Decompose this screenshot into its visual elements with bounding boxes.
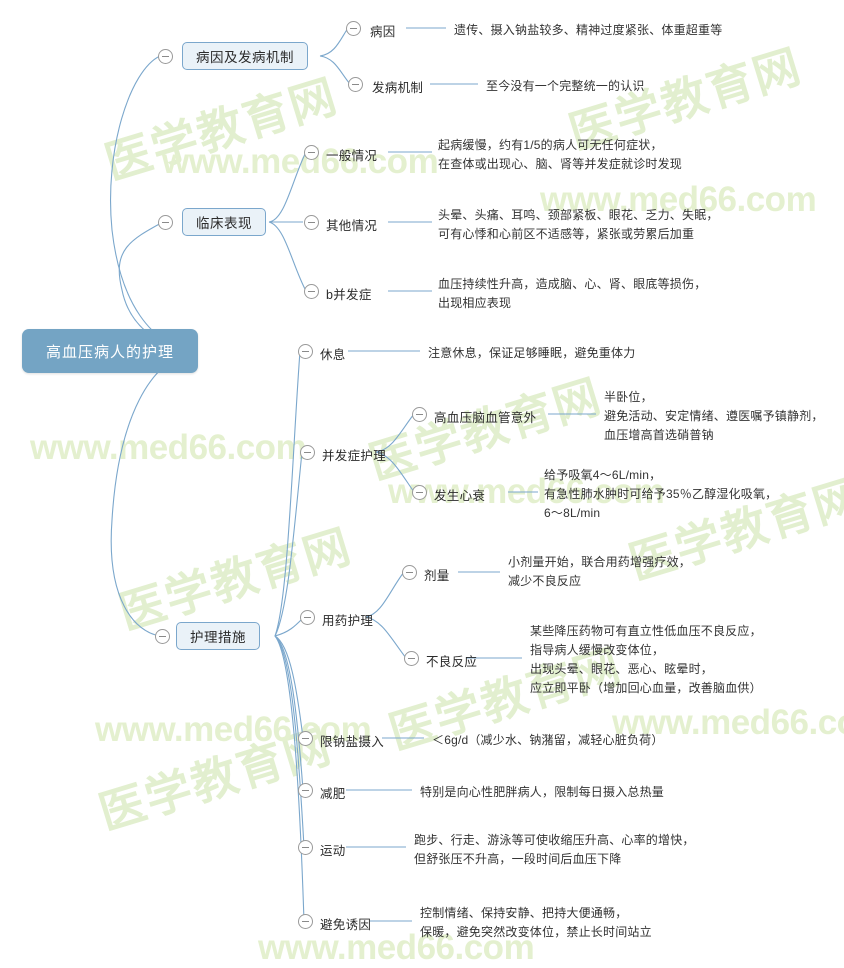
toggle-salt-restriction[interactable] bbox=[298, 731, 313, 746]
node-heart-failure[interactable]: 发生心衰 bbox=[434, 489, 486, 503]
node-avoid-triggers[interactable]: 避免诱因 bbox=[320, 918, 372, 932]
detail-general: 起病缓慢，约有1/5的病人可无任何症状， 在查体或出现心、脑、肾等并发症就诊时发… bbox=[438, 138, 683, 171]
branch-node-manifestations-label: 临床表现 bbox=[196, 216, 252, 231]
toggle-adverse[interactable] bbox=[404, 651, 419, 666]
root-node[interactable]: 高血压病人的护理 bbox=[22, 329, 198, 373]
node-medication-care[interactable]: 用药护理 bbox=[322, 614, 374, 628]
toggle-stroke[interactable] bbox=[412, 407, 427, 422]
toggle-complication-care[interactable] bbox=[300, 445, 315, 460]
detail-rest: 注意休息，保证足够睡眠，避免重体力 bbox=[428, 346, 636, 360]
node-general[interactable]: 一般情况 bbox=[326, 149, 378, 163]
node-mechanism[interactable]: 发病机制 bbox=[372, 81, 424, 95]
toggle-dose[interactable] bbox=[402, 565, 417, 580]
detail-other: 头晕、头痛、耳鸣、颈部紧板、眼花、乏力、失眠， 可有心悸和心前区不适感等，紧张或… bbox=[438, 208, 719, 241]
root-node-label: 高血压病人的护理 bbox=[45, 343, 174, 361]
toggle-medication-care[interactable] bbox=[300, 610, 315, 625]
toggle-cause[interactable] bbox=[346, 21, 361, 36]
branch-node-etiology[interactable]: 病因及发病机制 bbox=[182, 42, 308, 70]
node-weight-loss[interactable]: 减肥 bbox=[320, 787, 346, 801]
node-rest[interactable]: 休息 bbox=[320, 348, 346, 362]
detail-dose: 小剂量开始，联合用药增强疗效， 减少不良反应 bbox=[508, 555, 692, 588]
detail-exercise: 跑步、行走、游泳等可使收缩压升高、心率的增快， 但舒张压不升高，一段时间后血压下… bbox=[414, 833, 695, 866]
node-cause[interactable]: 病因 bbox=[370, 25, 396, 39]
node-adverse[interactable]: 不良反应 bbox=[426, 655, 478, 669]
detail-weight-loss: 特别是向心性肥胖病人，限制每日摄入总热量 bbox=[420, 785, 665, 799]
toggle-branch1[interactable] bbox=[158, 49, 173, 64]
detail-salt-restriction: ＜6g/d（减少水、钠潴留，减轻心脏负荷） bbox=[432, 733, 664, 747]
node-dose[interactable]: 剂量 bbox=[424, 569, 450, 583]
toggle-mechanism[interactable] bbox=[348, 77, 363, 92]
toggle-rest[interactable] bbox=[298, 344, 313, 359]
toggle-exercise[interactable] bbox=[298, 840, 313, 855]
detail-cause: 遗传、摄入钠盐较多、精神过度紧张、体重超重等 bbox=[454, 23, 723, 37]
detail-mechanism: 至今没有一个完整统一的认识 bbox=[486, 79, 645, 93]
branch-node-manifestations[interactable]: 临床表现 bbox=[182, 208, 266, 236]
branch-node-nursing[interactable]: 护理措施 bbox=[176, 622, 260, 650]
toggle-general[interactable] bbox=[304, 145, 319, 160]
node-complication-care[interactable]: 并发症护理 bbox=[322, 449, 387, 463]
detail-complication: 血压持续性升高，造成脑、心、肾、眼底等损伤， 出现相应表现 bbox=[438, 277, 707, 310]
node-exercise[interactable]: 运动 bbox=[320, 844, 346, 858]
detail-heart-failure: 给予吸氧4～6L/min， 有急性肺水肿时可给予35％乙醇湿化吸氧， 6～8L/… bbox=[544, 468, 778, 520]
detail-adverse: 某些降压药物可有直立性低血压不良反应， 指导病人缓慢改变体位， 出现头晕、眼花、… bbox=[530, 624, 762, 695]
toggle-heart-failure[interactable] bbox=[412, 485, 427, 500]
branch-node-nursing-label: 护理措施 bbox=[190, 630, 246, 645]
toggle-branch3[interactable] bbox=[155, 629, 170, 644]
node-salt-restriction[interactable]: 限钠盐摄入 bbox=[320, 735, 385, 749]
toggle-complication[interactable] bbox=[304, 284, 319, 299]
toggle-weight-loss[interactable] bbox=[298, 783, 313, 798]
branch-node-etiology-label: 病因及发病机制 bbox=[196, 50, 294, 65]
node-other[interactable]: 其他情况 bbox=[326, 219, 378, 233]
detail-stroke: 半卧位， 避免活动、安定情绪、遵医嘱予镇静剂， 血压增高首选硝普钠 bbox=[604, 390, 824, 442]
toggle-other[interactable] bbox=[304, 215, 319, 230]
node-stroke[interactable]: 高血压脑血管意外 bbox=[434, 411, 537, 425]
toggle-avoid-triggers[interactable] bbox=[298, 914, 313, 929]
toggle-branch2[interactable] bbox=[158, 215, 173, 230]
node-complication[interactable]: b并发症 bbox=[326, 288, 372, 302]
detail-avoid-triggers: 控制情绪、保持安静、把持大便通畅， 保暖，避免突然改变体位，禁止长时间站立 bbox=[420, 906, 652, 939]
